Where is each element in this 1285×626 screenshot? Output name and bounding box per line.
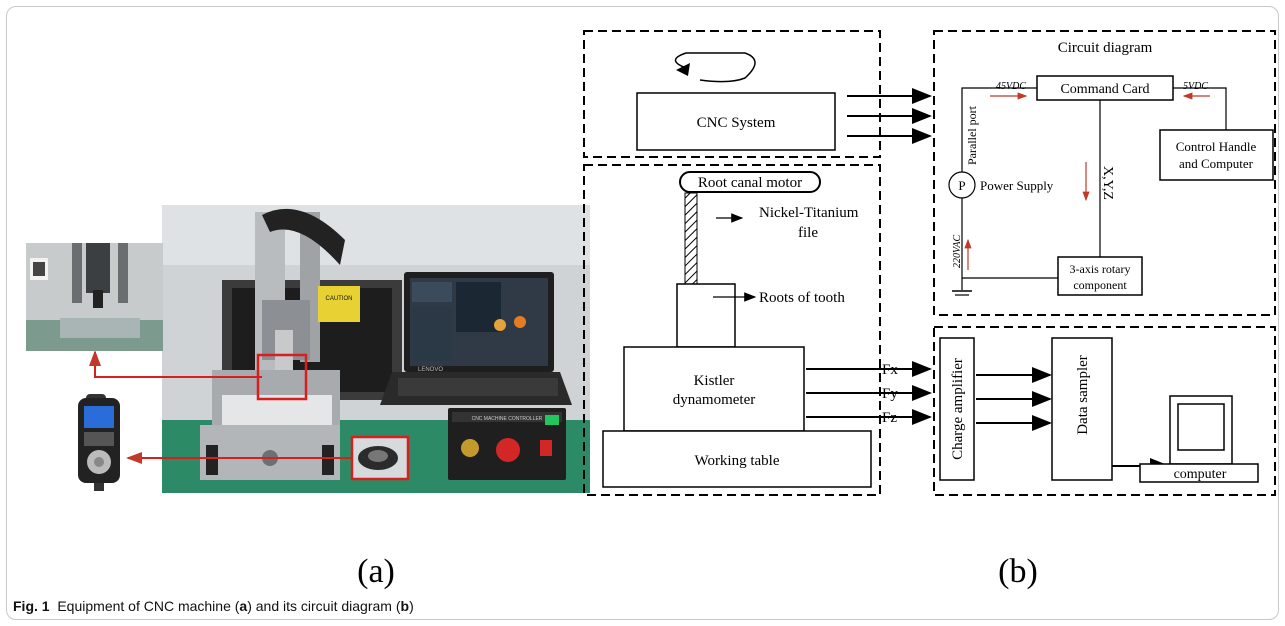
kistler-box xyxy=(623,346,805,432)
caption-text-2: ) and its circuit diagram ( xyxy=(247,598,401,614)
control-handle-label-1: Control Handle xyxy=(1176,139,1257,154)
control-handle-box xyxy=(1159,129,1274,181)
label-45vdc: 45VDC xyxy=(996,81,1026,92)
caption-text-3: ) xyxy=(409,598,414,614)
svg-text:LENOVO: LENOVO xyxy=(418,367,443,373)
cnc-system-box xyxy=(636,92,836,151)
rotary-component-box xyxy=(1057,256,1143,296)
root-canal-motor-box xyxy=(679,171,821,193)
panel-label-a: (a) xyxy=(357,553,395,590)
force-fz-label: Fz xyxy=(882,410,897,426)
schematic-panel: CNC System Root canal motor Nickel-Titan… xyxy=(583,30,1276,496)
data-sampler-label: Data sampler xyxy=(1075,355,1091,435)
caption-text-1: Equipment of CNC machine ( xyxy=(57,598,240,614)
rotation-arrow xyxy=(674,52,756,83)
power-supply-symbol xyxy=(948,171,976,199)
svg-text:CAUTION: CAUTION xyxy=(326,296,353,302)
computer-label: computer xyxy=(1174,467,1227,482)
cnc-system-label: CNC System xyxy=(697,115,776,131)
caution-sticker xyxy=(318,286,360,322)
command-card-label: Command Card xyxy=(1060,82,1149,97)
dynamometer-photo xyxy=(352,436,408,478)
charge-amplifier-label: Charge amplifier xyxy=(950,358,966,460)
label-220vac: 220VAC xyxy=(952,235,963,268)
circuit-group xyxy=(933,30,1276,316)
tooth-box xyxy=(676,283,736,348)
measurement-group xyxy=(933,326,1276,496)
roots-of-tooth-label: Roots of tooth xyxy=(759,290,845,306)
computer-base xyxy=(1139,463,1259,483)
caption-ref-a: a xyxy=(239,598,248,614)
niti-file-label-2: file xyxy=(798,225,818,241)
working-table-label: Working table xyxy=(694,453,779,469)
arrow-to-inset xyxy=(89,350,262,378)
niti-file-label: Nickel-Titanium xyxy=(759,205,859,221)
cnc-system-group xyxy=(583,30,881,158)
panel-label-b: (b) xyxy=(998,553,1038,590)
xyz-label: X,Y,Z xyxy=(1100,166,1115,200)
power-symbol-label: P xyxy=(958,178,965,193)
figure-frame xyxy=(6,6,1279,620)
machining-group xyxy=(583,164,881,496)
kistler-label-2: dynamometer xyxy=(673,392,755,408)
rotary-label-1: 3-axis rotary xyxy=(1070,262,1131,276)
root-canal-motor-label: Root canal motor xyxy=(698,175,802,191)
control-handle-photo xyxy=(78,394,120,491)
label-5vdc: 5VDC xyxy=(1183,81,1208,92)
force-fy-label: Fy xyxy=(882,386,898,402)
inset-photo xyxy=(26,243,163,351)
caption-prefix: Fig. 1 xyxy=(13,598,50,614)
rotary-label-2: component xyxy=(1073,278,1127,292)
power-supply-label: Power Supply xyxy=(980,178,1054,193)
wire-parallel xyxy=(961,87,1037,172)
kistler-label-1: Kistler xyxy=(694,373,735,389)
niti-file xyxy=(684,192,698,286)
svg-text:CNC MACHINE CONTROLLER: CNC MACHINE CONTROLLER xyxy=(472,416,543,422)
data-sampler-box xyxy=(1051,337,1113,481)
cnc-controller-box: CNC MACHINE CONTROLLER xyxy=(448,408,566,480)
charge-amplifier-box xyxy=(939,337,975,481)
parallel-port-label: Parallel port xyxy=(965,105,979,165)
circuit-title: Circuit diagram xyxy=(1058,40,1153,56)
photo-panel: CAUTION LENOVO CNC MACH xyxy=(26,205,590,493)
working-table-box xyxy=(602,430,872,488)
computer-screen xyxy=(1177,403,1225,451)
wire-power xyxy=(961,198,1058,279)
figure-caption: Fig. 1 Equipment of CNC machine (a) and … xyxy=(13,598,414,614)
control-handle-label-2: and Computer xyxy=(1179,156,1254,171)
wire-handle xyxy=(1173,87,1227,130)
force-fx-label: Fx xyxy=(882,362,898,378)
caption-ref-b: b xyxy=(400,598,410,614)
laptop: LENOVO xyxy=(380,272,572,405)
